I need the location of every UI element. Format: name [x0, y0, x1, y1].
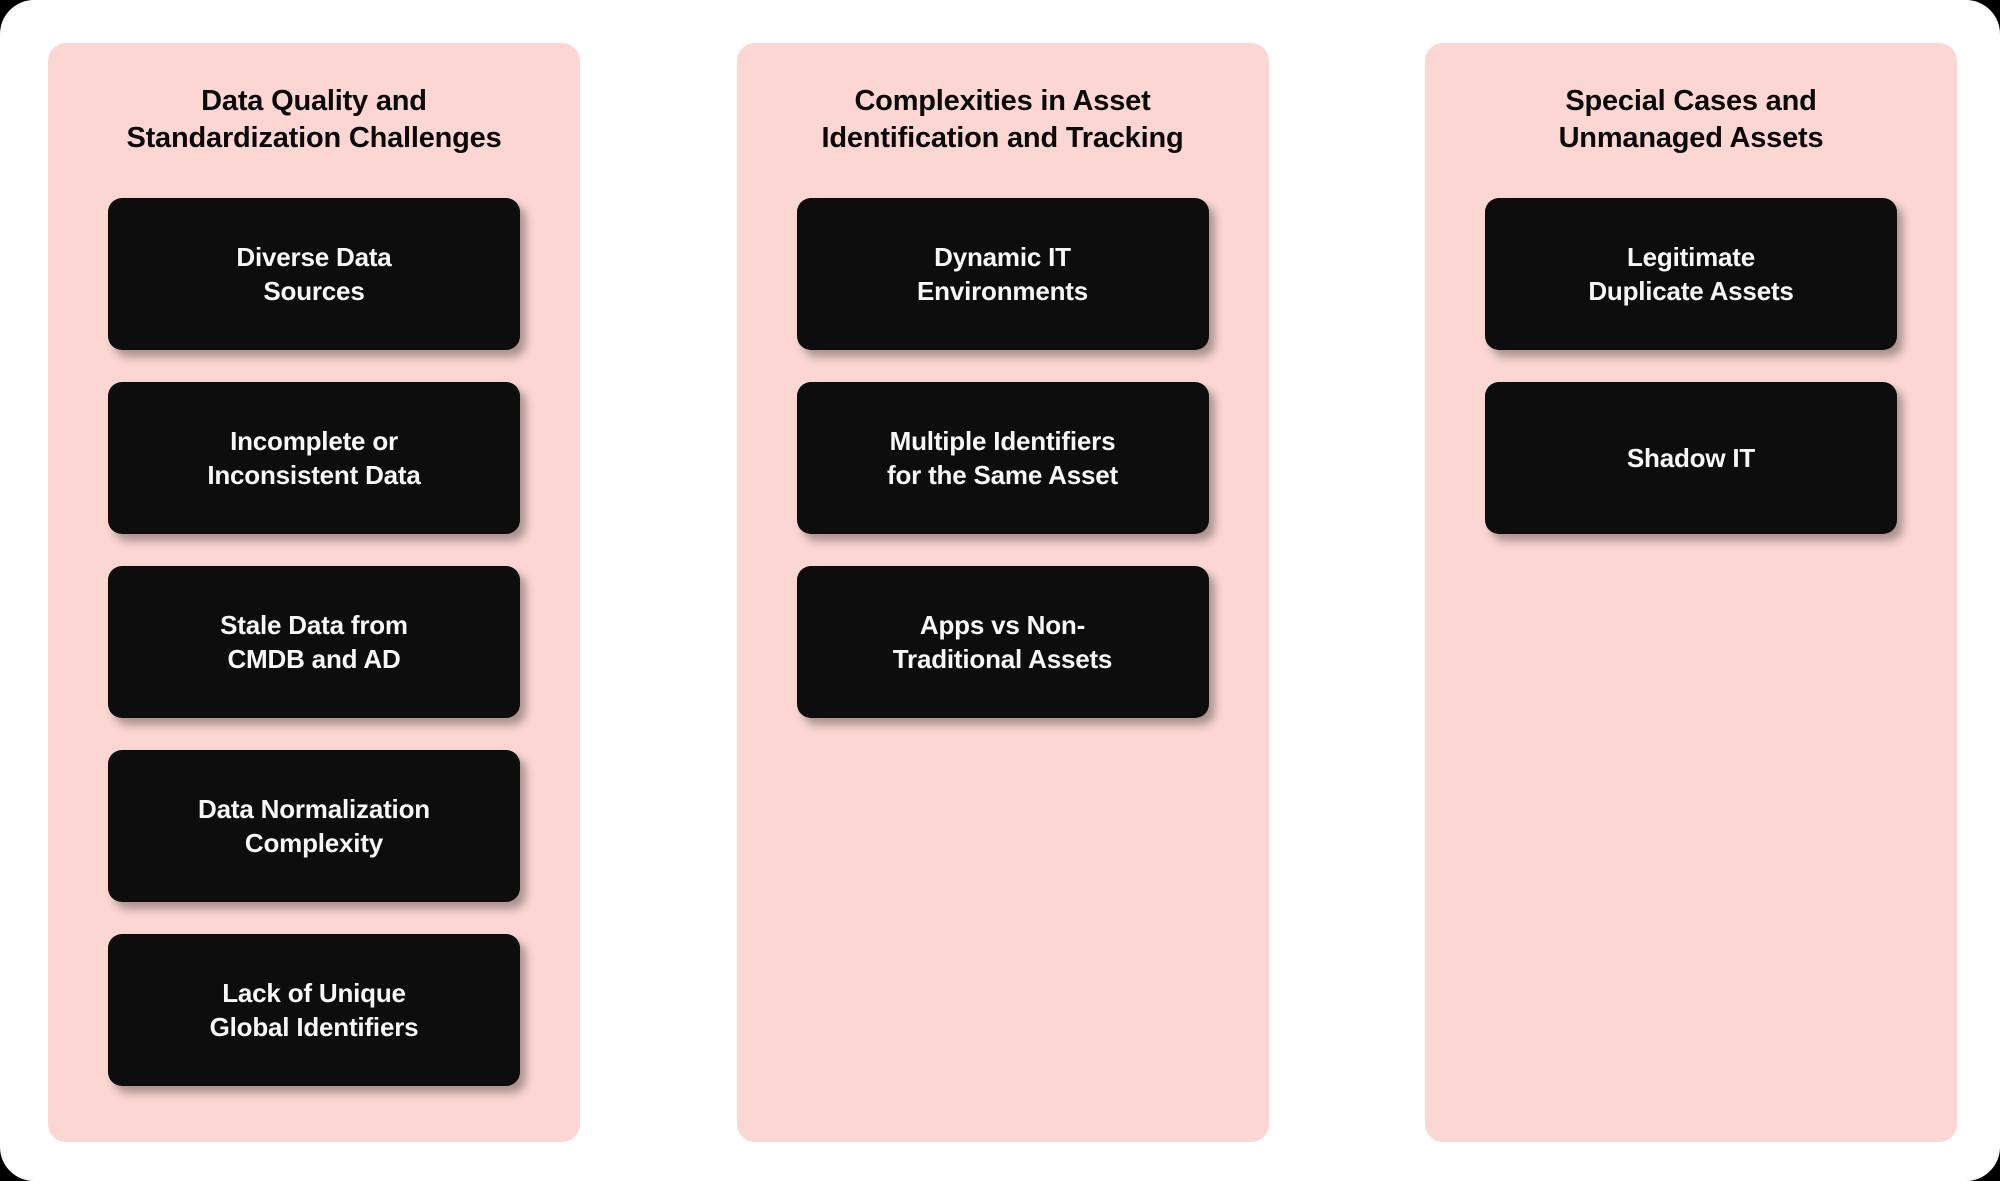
panel-asset-identification: Complexities in Asset Identification and…: [736, 43, 1269, 1142]
card-legitimate-duplicate-assets[interactable]: Legitimate Duplicate Assets: [1485, 198, 1897, 350]
card-lack-of-unique-global-identifiers[interactable]: Lack of Unique Global Identifiers: [108, 934, 520, 1086]
card-data-normalization-complexity[interactable]: Data Normalization Complexity: [108, 750, 520, 902]
card-label: Stale Data from CMDB and AD: [220, 610, 408, 674]
card-label: Dynamic IT Environments: [917, 242, 1088, 306]
panel-data-quality: Data Quality and Standardization Challen…: [48, 43, 580, 1142]
card-label: Apps vs Non- Traditional Assets: [892, 610, 1113, 674]
card-label: Shadow IT: [1626, 443, 1756, 473]
panel-title: Complexities in Asset Identification and…: [821, 85, 1184, 154]
card-list: Dynamic IT Environments Multiple Identif…: [796, 198, 1209, 718]
three-column-board: Data Quality and Standardization Challen…: [48, 43, 1957, 1142]
card-diverse-data-sources[interactable]: Diverse Data Sources: [108, 198, 520, 350]
card-label: Diverse Data Sources: [236, 242, 392, 306]
panel-special-cases: Special Cases and Unmanaged Assets Legit…: [1425, 43, 1957, 1142]
card-list: Diverse Data Sources Incomplete or Incon…: [108, 198, 520, 1086]
card-label: Multiple Identifiers for the Same Asset: [887, 426, 1118, 490]
card-multiple-identifiers-same-asset[interactable]: Multiple Identifiers for the Same Asset: [796, 382, 1209, 534]
card-dynamic-it-environments[interactable]: Dynamic IT Environments: [796, 198, 1209, 350]
card-label: Data Normalization Complexity: [198, 794, 430, 858]
panel-title: Data Quality and Standardization Challen…: [126, 85, 502, 154]
card-label: Legitimate Duplicate Assets: [1588, 242, 1794, 306]
card-shadow-it[interactable]: Shadow IT: [1485, 382, 1897, 534]
card-stale-data-cmdb-ad[interactable]: Stale Data from CMDB and AD: [108, 566, 520, 718]
card-label: Incomplete or Inconsistent Data: [207, 426, 421, 490]
panel-title: Special Cases and Unmanaged Assets: [1558, 85, 1824, 154]
card-incomplete-inconsistent-data[interactable]: Incomplete or Inconsistent Data: [108, 382, 520, 534]
card-label: Lack of Unique Global Identifiers: [209, 978, 419, 1042]
card-apps-vs-non-traditional-assets[interactable]: Apps vs Non- Traditional Assets: [796, 566, 1209, 718]
card-list: Legitimate Duplicate Assets Shadow IT: [1485, 198, 1897, 534]
